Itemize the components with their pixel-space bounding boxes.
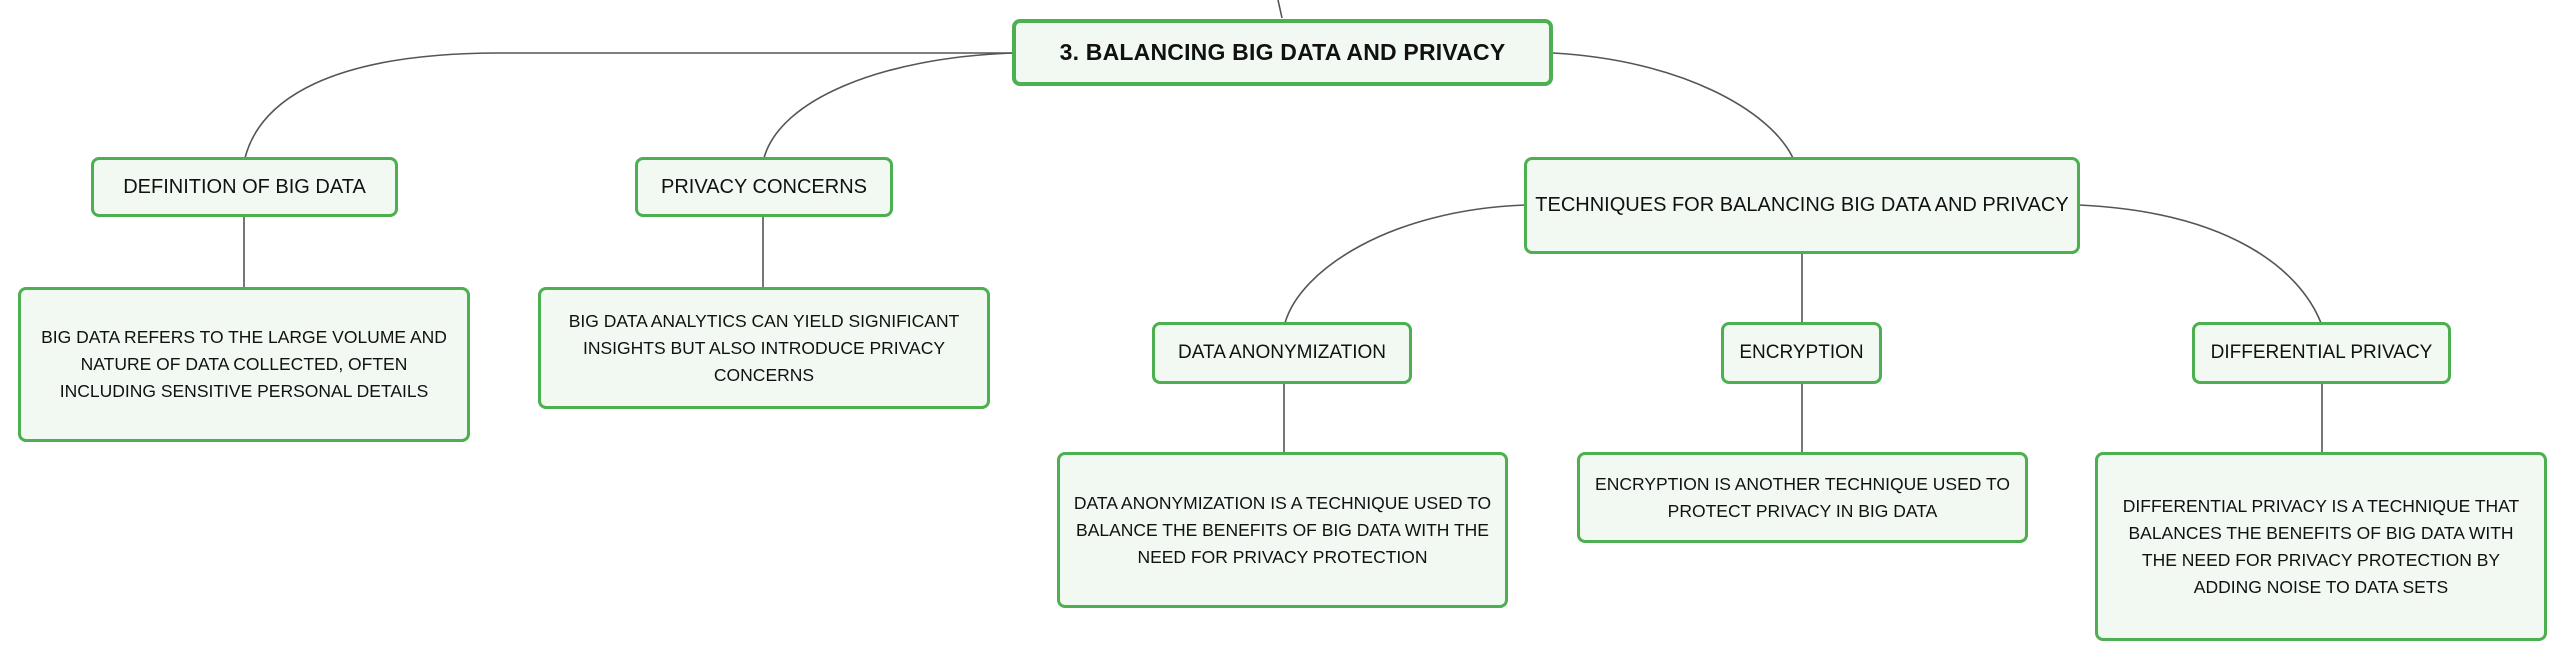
differential-description[interactable]: DIFFERENTIAL PRIVACY IS A TECHNIQUE THAT…: [2095, 452, 2547, 641]
definition-description[interactable]: BIG DATA REFERS TO THE LARGE VOLUME AND …: [18, 287, 470, 442]
encryption-description-text: ENCRYPTION IS ANOTHER TECHNIQUE USED TO …: [1595, 473, 2010, 521]
privacy-topic[interactable]: PRIVACY CONCERNS: [635, 157, 893, 217]
differential-topic-label: DIFFERENTIAL PRIVACY: [2210, 342, 2433, 363]
root-topic-label: 3. BALANCING BIG DATA AND PRIVACY: [1059, 39, 1506, 65]
connector-root-definition: [244, 52, 1012, 159]
connector-root-privacy: [763, 52, 1013, 159]
privacy-description-text: BIG DATA ANALYTICS CAN YIELD SIGNIFICANT…: [568, 310, 960, 385]
privacy-description[interactable]: BIG DATA ANALYTICS CAN YIELD SIGNIFICANT…: [538, 287, 990, 409]
encryption-topic-label: ENCRYPTION: [1739, 342, 1864, 363]
techniques-topic[interactable]: TECHNIQUES FOR BALANCING BIG DATA AND PR…: [1524, 157, 2080, 254]
anonymization-description[interactable]: DATA ANONYMIZATION IS A TECHNIQUE USED T…: [1057, 452, 1508, 608]
differential-description-text: DIFFERENTIAL PRIVACY IS A TECHNIQUE THAT…: [2122, 495, 2520, 597]
definition-topic[interactable]: DEFINITION OF BIG DATA: [91, 157, 398, 217]
techniques-topic-label: TECHNIQUES FOR BALANCING BIG DATA AND PR…: [1535, 194, 2069, 216]
connector-techniques-differential: [2078, 204, 2322, 324]
anonymization-topic[interactable]: DATA ANONYMIZATION: [1152, 322, 1412, 384]
anonymization-description-text: DATA ANONYMIZATION IS A TECHNIQUE USED T…: [1073, 492, 1492, 567]
encryption-topic[interactable]: ENCRYPTION: [1721, 322, 1882, 384]
anonymization-topic-label: DATA ANONYMIZATION: [1178, 342, 1386, 363]
privacy-topic-label: PRIVACY CONCERNS: [661, 175, 867, 198]
definition-topic-label: DEFINITION OF BIG DATA: [123, 175, 366, 198]
differential-topic[interactable]: DIFFERENTIAL PRIVACY: [2192, 322, 2451, 384]
connector-techniques-anonymization: [1284, 204, 1526, 324]
definition-description-text: BIG DATA REFERS TO THE LARGE VOLUME AND …: [41, 327, 447, 401]
connector-root-techniques: [1552, 52, 1794, 159]
root-topic[interactable]: 3. BALANCING BIG DATA AND PRIVACY: [1012, 19, 1553, 86]
encryption-description[interactable]: ENCRYPTION IS ANOTHER TECHNIQUE USED TO …: [1577, 452, 2028, 543]
connector-parent-root: [1277, 0, 1283, 19]
